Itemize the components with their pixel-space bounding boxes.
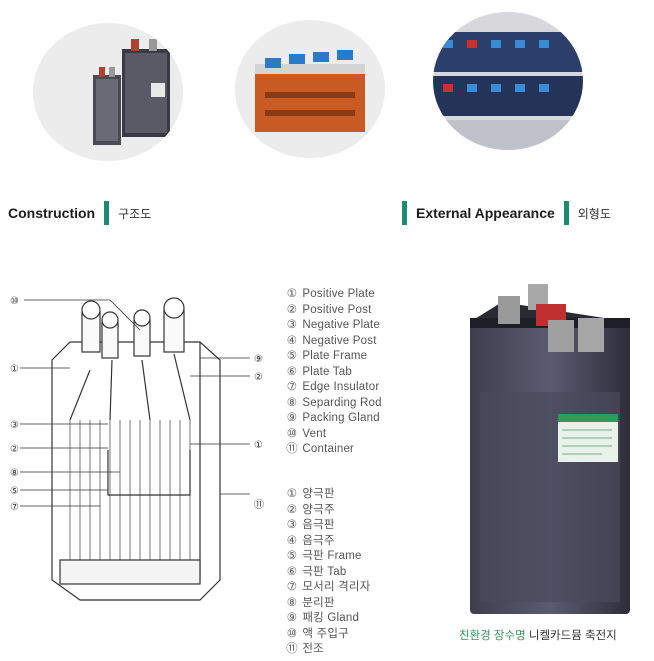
legend-row: ③ Negative Plate [286,319,381,331]
callout-left-1: ① [10,364,19,375]
construction-diagram: ⑩ ① ③ ② ⑧ ⑤ ⑦ ⑨ ② ① ⑪ [10,296,264,601]
callout-left-2: ③ [10,420,19,431]
caption-product: 니켈카드뮴 축전지 [528,630,617,642]
callout-right-3: ⑪ [254,499,264,511]
callout-left-0: ⑩ [10,296,19,307]
construction-header: Construction 구조도 [8,200,151,226]
legend-english: ① Positive Plate ② Positive Post ③ Negat… [285,287,382,458]
legend-row: ④ 음극주 [286,534,335,547]
legend-row: ⑪ 전조 [286,643,324,655]
legend-row: ① Positive Plate [286,288,375,300]
legend-row: ⑪ Container [286,443,355,455]
legend-row: ⑥ 극판 Tab [286,565,347,578]
legend-row: ② Positive Post [286,303,372,316]
legend-row: ⑨ 패킹 Gland [286,612,360,624]
battery-external-photo [470,284,630,614]
battery-photo-bank [235,20,385,158]
legend-row: ③ 음극판 [286,519,335,531]
legend-row: ⑤ Plate Frame [286,350,368,362]
callout-left-3: ② [10,444,19,455]
appearance-title: External Appearance [416,205,555,221]
construction-title: Construction [8,205,96,221]
legend-row: ⑩ Vent [286,427,327,440]
legend-row: ② 양극주 [286,503,335,516]
battery-photo-cells [33,23,183,161]
callout-left-6: ⑦ [10,502,19,513]
appearance-title-ko: 외형도 [577,206,611,221]
callout-right-1: ② [254,372,263,383]
legend-row: ⑧ Separding Rod [286,396,382,409]
legend-row: ⑦ Edge Insulator [286,381,380,393]
legend-row: ⑨ Packing Gland [286,412,380,424]
legend-row: ① 양극판 [286,488,335,500]
callout-left-5: ⑤ [10,486,19,497]
accent-bar [104,201,110,225]
legend-row: ⑩ 액 주입구 [286,627,349,640]
legend-row: ⑦ 모서리 격리자 [286,581,371,593]
appearance-header: External Appearance 외형도 [402,200,611,226]
construction-title-ko: 구조도 [118,206,152,221]
legend-row: ⑥ Plate Tab [286,365,352,378]
callout-right-0: ⑨ [254,354,263,365]
battery-photo-installation [433,12,583,150]
accent-bar [402,201,407,225]
legend-row: ⑤ 극판 Frame [286,550,362,562]
callout-left-4: ⑧ [10,468,19,479]
callout-right-2: ① [254,440,263,451]
legend-row: ④ Negative Post [286,334,377,347]
legend-korean: ① 양극판 ② 양극주 ③ 음극판 ④ 음극주 ⑤ 극판 Frame ⑥ 극판 … [285,487,370,658]
product-caption: 친환경 장수명 니켈카드뮴 축전지 [459,627,617,643]
accent-bar [563,201,569,225]
caption-eco: 친환경 장수명 [459,630,526,642]
legend-row: ⑧ 분리판 [286,596,335,609]
